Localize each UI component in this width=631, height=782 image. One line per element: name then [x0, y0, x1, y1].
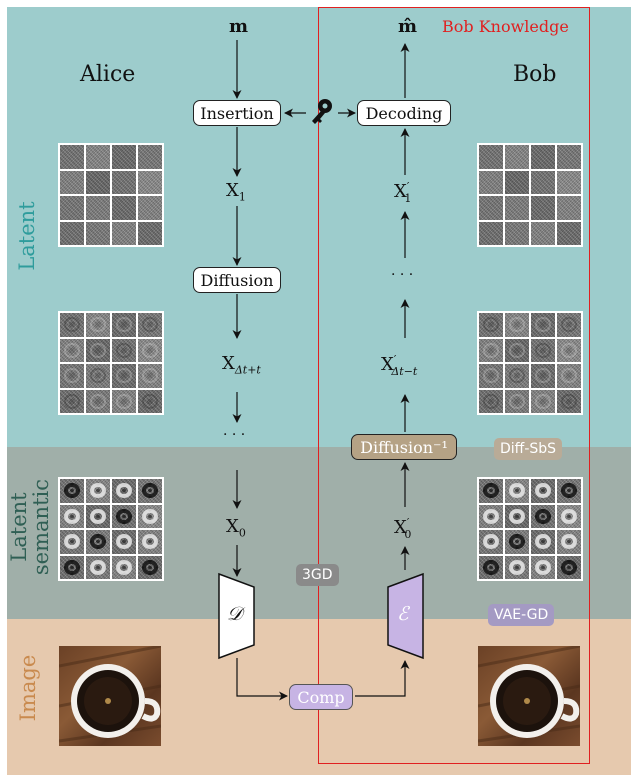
- key-icon: [312, 99, 332, 124]
- arrow-comp-to-encoder: [355, 661, 405, 696]
- decoder-glyph: 𝒟: [227, 603, 242, 625]
- arrow-decoder-to-comp: [237, 658, 287, 696]
- encoder-glyph: ℰ: [397, 603, 409, 625]
